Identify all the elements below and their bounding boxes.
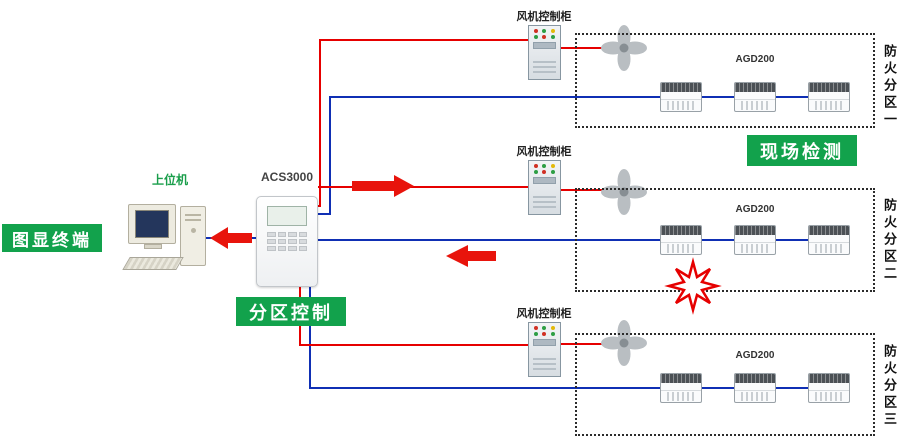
cabinet-panel: [533, 339, 556, 346]
cabinet-panel: [533, 177, 556, 184]
controller-keypad: [267, 232, 307, 251]
field-detection-badge: 现场检测: [747, 135, 857, 166]
fire-zone-label-1: 防火分区一: [882, 44, 897, 129]
co-detector: [734, 373, 776, 403]
host-computer-tower: [180, 206, 206, 266]
cabinet-vents: [533, 61, 556, 76]
cabinet-panel: [533, 42, 556, 49]
host-computer-monitor: [128, 204, 176, 244]
detector-model-label-3: AGD200: [735, 350, 775, 361]
cabinet-label-1: 风机控制柜: [516, 11, 572, 23]
monitor-screen: [135, 210, 169, 238]
fan-control-cabinet-1: [528, 25, 561, 80]
keyboard: [122, 257, 184, 270]
display-terminal-badge: 图显终端: [2, 224, 102, 252]
fan-control-cabinet-3: [528, 322, 561, 377]
co-detector: [660, 82, 702, 112]
zone3-dotted-box: [575, 333, 875, 436]
fan-control-cabinet-2: [528, 160, 561, 215]
detector-model-label-1: AGD200: [735, 54, 775, 65]
cabinet-indicator-lights: [533, 29, 556, 39]
red-line-cabinet1: [318, 39, 528, 207]
co-detector: [808, 373, 850, 403]
zone1-dotted-box: [575, 33, 875, 128]
cabinet-vents: [533, 358, 556, 373]
co-detector: [660, 373, 702, 403]
cabinet-vents: [533, 196, 556, 211]
cabinet-label-3: 风机控制柜: [516, 308, 572, 320]
fire-zone-label-3: 防火分区三: [882, 344, 897, 429]
detector-model-label-2: AGD200: [735, 204, 775, 215]
cabinet-label-2: 风机控制柜: [516, 146, 572, 158]
co-detector: [808, 225, 850, 255]
zone2-dotted-box: [575, 188, 875, 292]
co-detector: [808, 82, 850, 112]
co-detector: [660, 225, 702, 255]
co-detector: [734, 225, 776, 255]
zone-control-badge: 分区控制: [236, 297, 346, 326]
fire-zone-label-2: 防火分区二: [882, 198, 897, 283]
co-detector: [734, 82, 776, 112]
controller-lcd: [267, 206, 307, 226]
monitor-stand: [144, 244, 162, 249]
host-computer-label: 上位机: [151, 173, 188, 187]
controller-model-label: ACS3000: [260, 170, 314, 184]
blue-line-zone1: [318, 96, 848, 215]
cabinet-indicator-lights: [533, 326, 556, 336]
cabinet-indicator-lights: [533, 164, 556, 174]
acs3000-controller: [256, 196, 318, 287]
